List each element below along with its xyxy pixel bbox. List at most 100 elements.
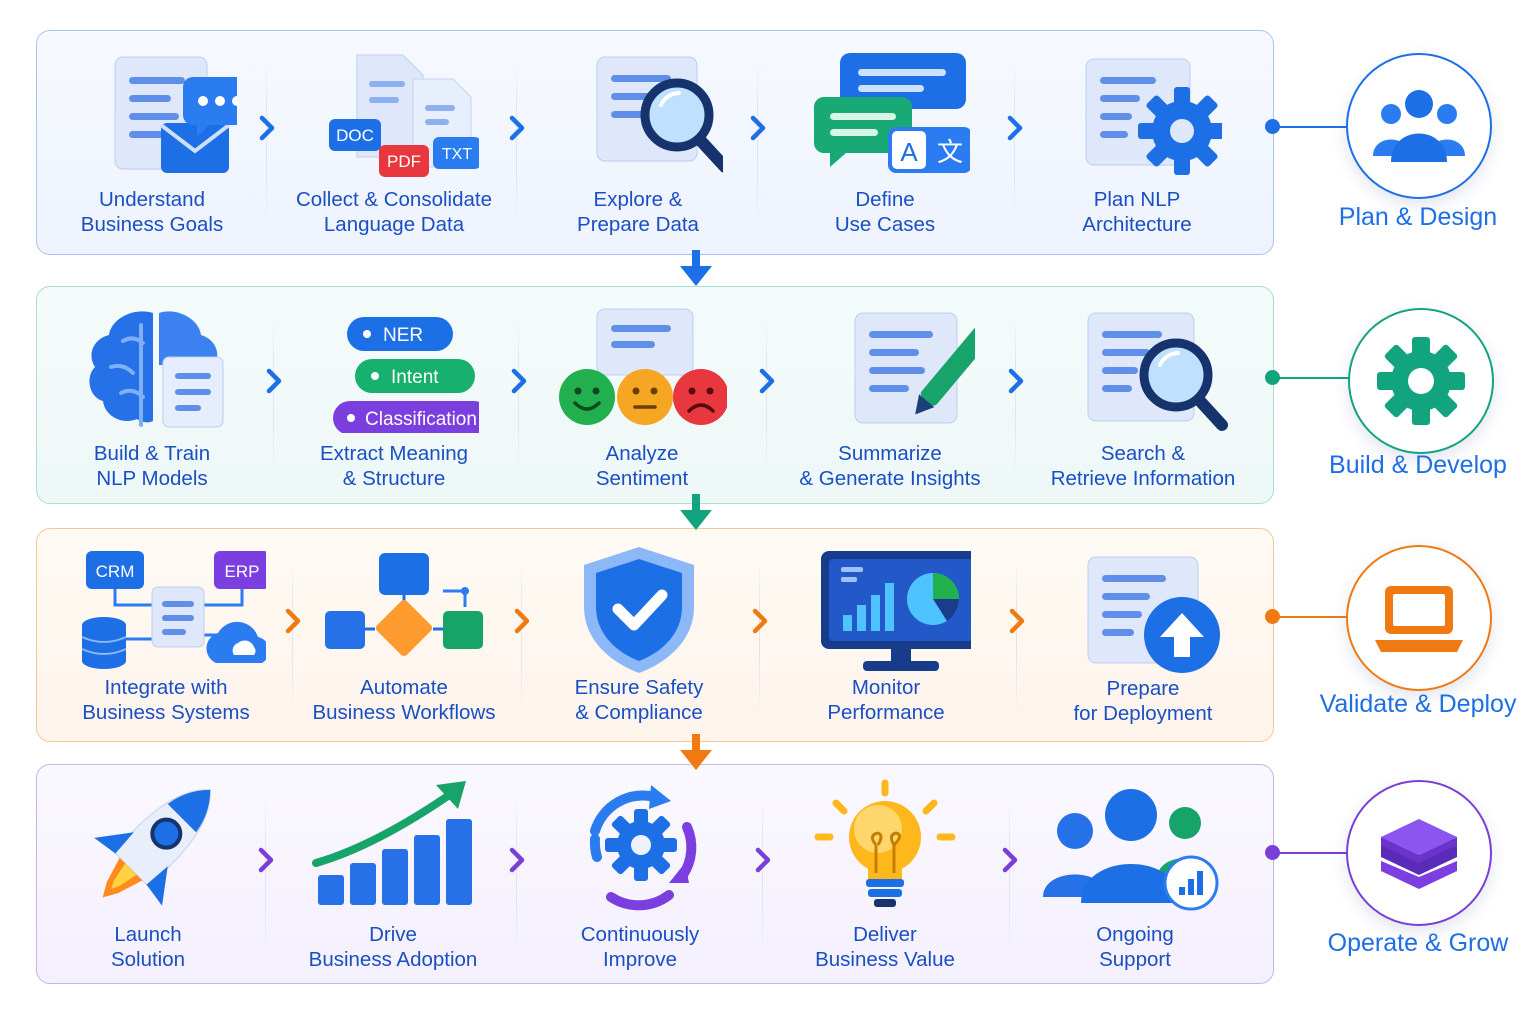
step-automate-business-workflows[interactable]: Automate Business Workflows (289, 529, 519, 741)
step-label: Integrate with Business Systems (82, 676, 250, 724)
step-integrate-business-systems[interactable]: CRM ERP Integrate with Business Systems (51, 529, 281, 741)
step-summarize-generate-insights[interactable]: Summarize & Generate Insights (775, 287, 1005, 503)
chevron-right-icon (1002, 847, 1018, 873)
step-understand-business-goals[interactable]: Understand Business Goals (37, 31, 267, 254)
chevron-right-icon (759, 368, 775, 394)
svg-text:PDF: PDF (387, 152, 421, 171)
step-divider (516, 60, 517, 225)
step-label: Extract Meaning & Structure (319, 442, 469, 490)
step-analyze-sentiment[interactable]: Analyze Sentiment (527, 287, 757, 503)
team-chart-icon (1043, 789, 1219, 911)
svg-text:Classification: Classification (365, 409, 477, 430)
svg-text:ERP: ERP (225, 562, 260, 581)
step-divider (1015, 316, 1016, 474)
step-label: Understand Business Goals (80, 188, 224, 236)
step-label: Collect & Consolidate Language Data (296, 188, 492, 236)
workflow-icon (325, 553, 483, 657)
chevron-right-icon (1009, 608, 1025, 634)
svg-text:NER: NER (383, 325, 423, 346)
step-ongoing-support[interactable]: Ongoing Support (1020, 765, 1250, 983)
step-divider (518, 316, 519, 474)
sentiment-faces-icon (559, 308, 727, 425)
step-search-retrieve-information[interactable]: Search & Retrieve Information (1028, 287, 1258, 503)
systems-integration-icon: CRM ERP (81, 551, 266, 669)
step-continuously-improve[interactable]: Continuously Improve (525, 765, 755, 983)
step-label: Summarize & Generate Insights (799, 442, 981, 490)
connector-dot (1265, 609, 1280, 624)
laptop-icon (1375, 586, 1463, 652)
phase-circle-operate[interactable] (1346, 780, 1492, 926)
step-label: Search & Retrieve Information (1050, 442, 1236, 490)
brain-document-icon (89, 311, 224, 428)
svg-text:文: 文 (937, 138, 963, 168)
step-plan-nlp-architecture[interactable]: Plan NLP Architecture (1022, 31, 1252, 254)
step-extract-meaning-structure[interactable]: NER Intent Classification Extract Meanin… (279, 287, 509, 503)
step-divider (762, 794, 763, 954)
svg-text:Intent: Intent (391, 367, 439, 388)
svg-text:TXT: TXT (442, 146, 472, 163)
step-divider (516, 794, 517, 954)
step-label: Analyze Sentiment (595, 442, 689, 490)
svg-text:A: A (900, 137, 918, 167)
phase-circle-plan[interactable] (1346, 53, 1492, 199)
svg-text:DOC: DOC (336, 126, 374, 145)
step-monitor-performance[interactable]: Monitor Performance (771, 529, 1001, 741)
chat-translate-icon: A 文 (814, 53, 970, 173)
step-label: Ongoing Support (1096, 923, 1174, 971)
arrow-down-icon (680, 734, 712, 770)
step-label: Build & Train NLP Models (93, 442, 211, 490)
step-label: Plan NLP Architecture (1082, 188, 1192, 236)
document-email-chat-icon (114, 56, 237, 173)
step-divider (265, 794, 266, 954)
chevron-right-icon (511, 368, 527, 394)
chevron-right-icon (514, 608, 530, 634)
step-drive-business-adoption[interactable]: Drive Business Adoption (278, 765, 508, 983)
step-build-train-nlp-models[interactable]: Build & Train NLP Models (37, 287, 267, 503)
arrow-down-icon (680, 250, 712, 286)
step-label: Deliver Business Value (815, 923, 955, 971)
rocket-icon (94, 789, 211, 906)
row-validate-deploy: CRM ERP Integrate with Business Systems (36, 528, 1274, 742)
step-divider (1014, 60, 1015, 225)
shield-check-icon (584, 547, 694, 673)
document-magnifier-icon (596, 56, 723, 173)
step-deliver-business-value[interactable]: Deliver Business Value (770, 765, 1000, 983)
document-upload-icon (1087, 556, 1220, 673)
team-icon (1373, 90, 1465, 162)
row-operate-grow: Launch Solution Drive Business Adoption (36, 764, 1274, 984)
step-label: Continuously Improve (580, 923, 700, 971)
step-divider (757, 60, 758, 225)
step-divider (766, 316, 767, 474)
step-explore-prepare-data[interactable]: Explore & Prepare Data (523, 31, 753, 254)
step-label: Ensure Safety & Compliance (574, 676, 704, 724)
step-divider (266, 60, 267, 225)
step-collect-consolidate-language-data[interactable]: DOC PDF TXT Collect & Consolidate Langua… (279, 31, 509, 254)
step-label: Explore & Prepare Data (577, 188, 699, 236)
document-gear-icon (1085, 58, 1222, 175)
phase-label-deploy: Validate & Deploy (1319, 690, 1517, 718)
chevron-right-icon (258, 847, 274, 873)
step-divider (273, 316, 274, 474)
step-define-use-cases[interactable]: A 文 Define Use Cases (770, 31, 1000, 254)
connector-operate (1272, 852, 1348, 854)
step-label: Define Use Cases (834, 188, 936, 236)
layers-icon (1381, 819, 1457, 889)
svg-text:CRM: CRM (96, 562, 135, 581)
step-label: Drive Business Adoption (308, 923, 478, 971)
step-ensure-safety-compliance[interactable]: Ensure Safety & Compliance (524, 529, 754, 741)
entity-tags-icon: NER Intent Classification (333, 317, 479, 433)
chevron-right-icon (755, 847, 771, 873)
phase-circle-deploy[interactable] (1346, 545, 1492, 691)
step-divider (521, 558, 522, 712)
step-prepare-for-deployment[interactable]: Prepare for Deployment (1028, 529, 1258, 741)
step-label: Prepare for Deployment (1073, 677, 1213, 725)
connector-deploy (1272, 616, 1348, 618)
chevron-right-icon (259, 115, 275, 141)
arrow-down-icon (680, 494, 712, 530)
row-build-develop: Build & Train NLP Models NER Intent Clas… (36, 286, 1274, 504)
phase-circle-build[interactable] (1348, 308, 1494, 454)
step-launch-solution[interactable]: Launch Solution (33, 765, 263, 983)
connector-plan (1272, 126, 1348, 128)
phase-label-operate: Operate & Grow (1327, 929, 1509, 957)
document-pen-icon (854, 312, 975, 424)
